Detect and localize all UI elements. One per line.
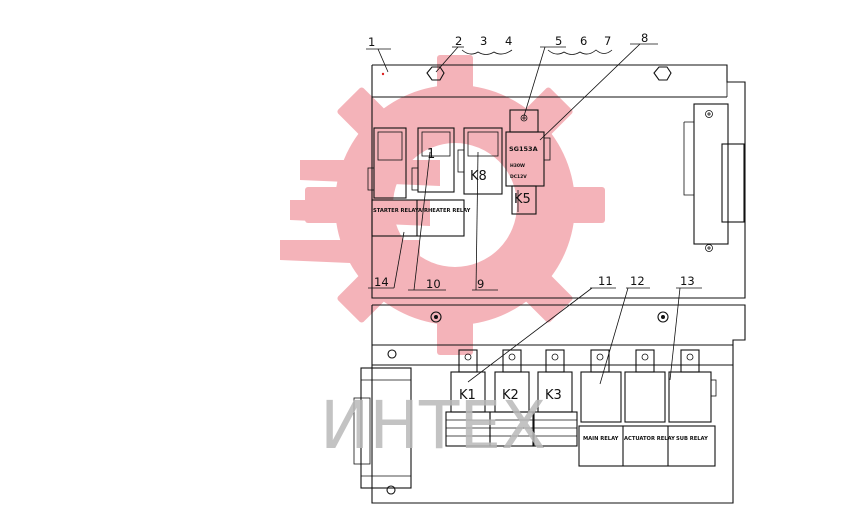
- actuator-relay-label: ACTUATOR RELAY: [624, 436, 675, 442]
- callout-3: 3: [480, 34, 487, 48]
- callout-4: 4: [505, 34, 512, 48]
- callout-8: 8: [641, 31, 648, 45]
- heater-relay: [411, 127, 455, 193]
- lower-label-box: [578, 425, 716, 467]
- relay-partial-label: 1: [427, 147, 435, 162]
- callout-1: 1: [368, 35, 375, 49]
- relay-k8: [457, 127, 503, 195]
- callout-6: 6: [580, 34, 587, 48]
- sub-relay: [668, 349, 717, 423]
- relay-k3: [532, 349, 578, 447]
- relay-k2-label: K2: [502, 388, 519, 403]
- callout-14: 14: [374, 275, 389, 289]
- k5-rating: H30W: [510, 163, 525, 169]
- relay-k5-label: K5: [514, 192, 531, 207]
- lower-panel: [353, 304, 746, 504]
- callout-5: 5: [555, 34, 562, 48]
- relay-k2: [489, 349, 535, 447]
- sub-relay-label: SUB RELAY: [676, 436, 708, 442]
- callout-9: 9: [477, 277, 484, 291]
- callout-13: 13: [680, 274, 695, 288]
- callout-7: 7: [604, 34, 611, 48]
- k5-voltage: DC12V: [510, 174, 527, 180]
- starter-relay: [367, 127, 465, 237]
- upper-panel: [371, 64, 746, 299]
- brace-2-4: [461, 49, 513, 55]
- callout-10: 10: [426, 277, 441, 291]
- brace-5-7: [547, 49, 613, 55]
- relay-k1-label: K1: [459, 388, 476, 403]
- callout-11: 11: [598, 274, 613, 288]
- actuator-relay: [624, 349, 666, 423]
- watermark-text: ИНТЕХ: [320, 387, 546, 464]
- leader-lines: [366, 43, 702, 385]
- relay-k5: [505, 109, 551, 215]
- starter-relay-label: STARTER RELAY: [373, 208, 419, 214]
- callout-12: 12: [630, 274, 645, 288]
- callout-2: 2: [455, 34, 462, 48]
- main-relay: [580, 349, 622, 423]
- relay-k3-label: K3: [545, 388, 562, 403]
- main-relay-label: MAIN RELAY: [583, 436, 619, 442]
- watermark-logo: [280, 55, 605, 355]
- relay-k1: [445, 349, 491, 447]
- heater-relay-label: AIRHEATER RELAY: [418, 208, 471, 214]
- k5-model: SG153A: [509, 145, 538, 153]
- relay-k8-label: K8: [470, 169, 487, 184]
